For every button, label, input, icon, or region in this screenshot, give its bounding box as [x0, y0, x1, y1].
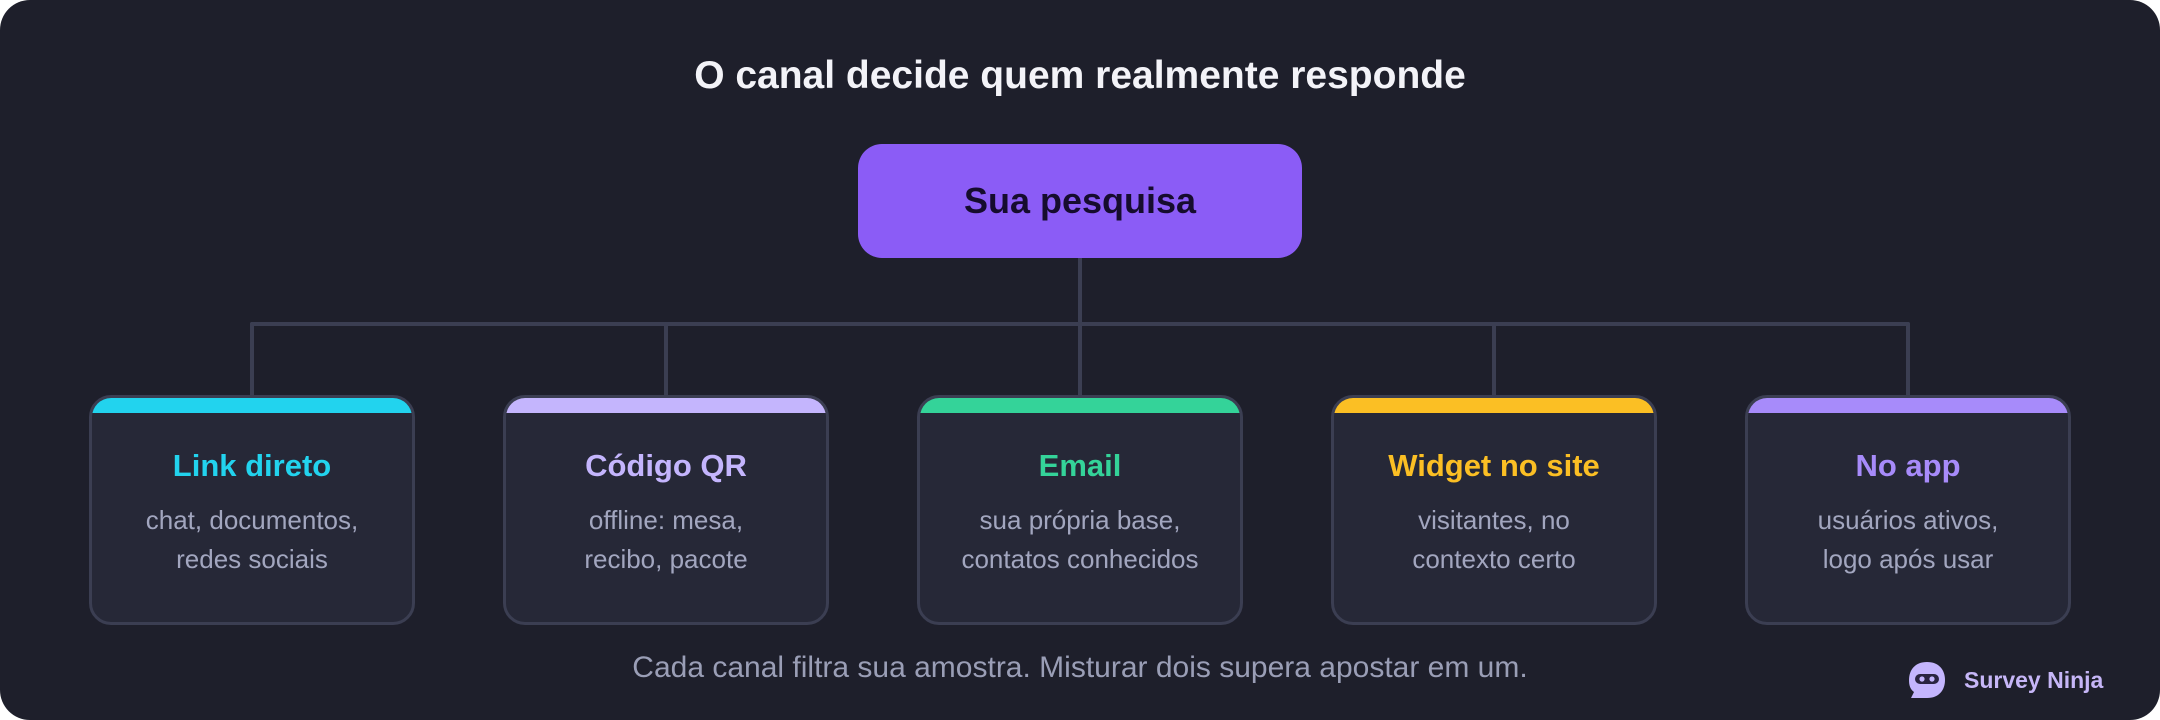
description-line: contatos conhecidos [961, 544, 1199, 574]
channel-card-link: Link direto chat, documentos, redes soci… [89, 395, 415, 625]
channel-card-app: No app usuários ativos, logo após usar [1745, 395, 2071, 625]
channel-card-widget: Widget no site visitantes, no contexto c… [1331, 395, 1657, 625]
card-accent-bar [92, 398, 412, 413]
channel-title: Widget no site [1388, 448, 1600, 483]
brand-name: Survey Ninja [1964, 666, 2104, 693]
channel-title: No app [1855, 448, 1961, 483]
description-line: sua própria base, [979, 505, 1181, 535]
channel-title: Email [1038, 448, 1122, 483]
description-line: recibo, pacote [584, 544, 748, 574]
description-line: logo após usar [1822, 544, 1994, 574]
card-accent-bar [1748, 398, 2068, 413]
card-accent-bar [506, 398, 826, 413]
root-node-survey: Sua pesquisa [858, 144, 1302, 258]
diagram-title: O canal decide quem realmente responde [694, 54, 1466, 97]
description-line: chat, documentos, [145, 505, 359, 535]
channel-description: chat, documentos, redes sociais [102, 501, 402, 579]
card-accent-bar [920, 398, 1240, 413]
channel-title: Link direto [172, 448, 332, 483]
brand-logo: Survey Ninja [1906, 657, 2103, 703]
channel-description: visitantes, no contexto certo [1344, 501, 1644, 579]
description-line: contexto certo [1412, 544, 1576, 574]
channel-title: Código QR [585, 448, 747, 483]
channel-card-qr: Código QR offline: mesa, recibo, pacote [503, 395, 829, 625]
channel-card-email: Email sua própria base, contatos conheci… [917, 395, 1243, 625]
channel-description: offline: mesa, recibo, pacote [516, 501, 816, 579]
footer-caption: Cada canal filtra sua amostra. Misturar … [632, 651, 1528, 684]
description-line: visitantes, no [1418, 505, 1570, 535]
description-line: redes sociais [176, 544, 328, 574]
description-line: offline: mesa, [588, 505, 744, 535]
card-accent-bar [1334, 398, 1654, 413]
channel-description: sua própria base, contatos conhecidos [930, 501, 1230, 579]
description-line: usuários ativos, [1817, 505, 1999, 535]
ninja-mask-icon [1909, 662, 1945, 698]
channel-description: usuários ativos, logo após usar [1758, 501, 2058, 579]
